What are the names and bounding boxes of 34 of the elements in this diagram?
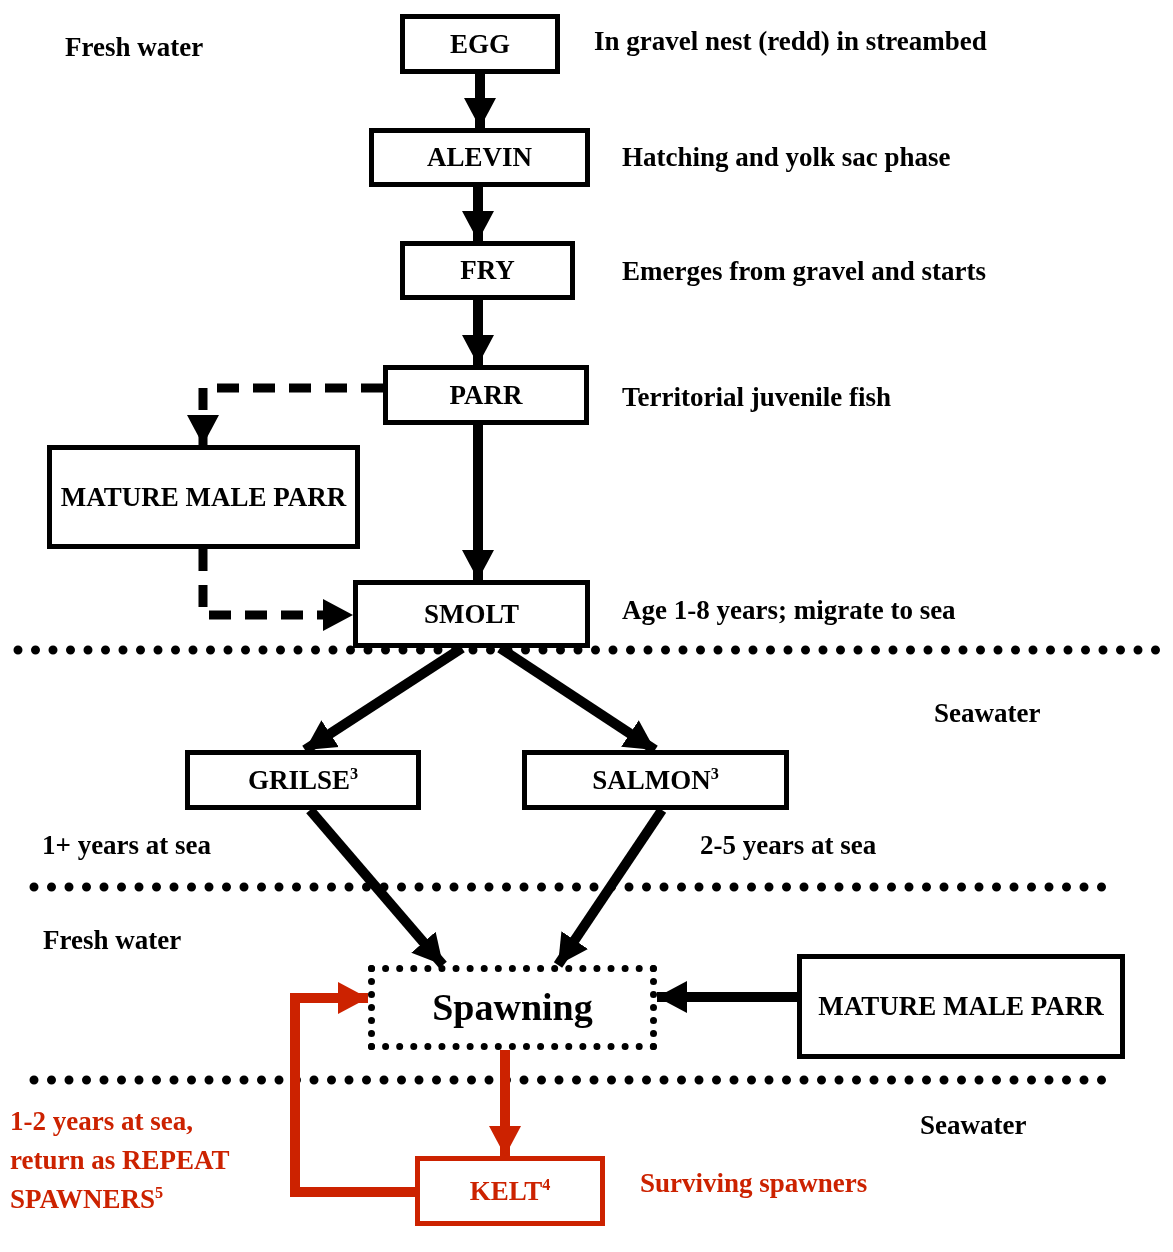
stage-note: Emerges from gravel and starts	[622, 256, 986, 287]
stage-note: Surviving spawners	[640, 1168, 868, 1199]
stage-box: GRILSE$^{3}$	[185, 750, 421, 810]
arrow	[462, 300, 494, 365]
stage-box: MATURE MALE PARR	[797, 954, 1125, 1059]
zone-label: Fresh water	[65, 31, 204, 64]
stage-box: SALMON$^{3}$	[522, 750, 789, 810]
arrow	[290, 982, 415, 1197]
repeat-spawner-note: 1-2 years at sea, return as REPEAT SPAWNERS$^{5}$	[10, 1105, 231, 1216]
arrow	[464, 74, 496, 128]
stage-note: Age 1-8 years; migrate to sea	[622, 595, 956, 626]
arrow	[462, 187, 494, 241]
stage-note: Hatching and yolk sac phase	[622, 142, 951, 173]
arrow	[553, 807, 667, 968]
stage-note: 2-5 years at sea	[700, 830, 877, 861]
arrow	[657, 981, 797, 1013]
zone-label: Seawater	[920, 1109, 1027, 1142]
stage-note: Territorial juvenile fish	[622, 382, 891, 413]
stage-box: PARR	[383, 365, 589, 425]
stage-note: In gravel nest (redd) in streambed	[594, 26, 987, 57]
stage-note: 1+ years at sea	[42, 830, 212, 861]
arrow	[489, 1050, 521, 1156]
zone-label: Seawater	[934, 697, 1041, 730]
stage-box: SMOLT	[353, 580, 590, 648]
stage-box: FRY	[400, 241, 575, 300]
stage-box: KELT$^{4}$	[415, 1156, 605, 1226]
dashed-arrow	[198, 549, 353, 631]
stage-box: EGG	[400, 14, 560, 74]
dashed-arrow	[187, 383, 383, 445]
stage-box: MATURE MALE PARR	[47, 445, 360, 549]
arrow	[462, 425, 494, 580]
stage-box: ALEVIN	[369, 128, 590, 187]
dotted-box: Spawning	[368, 965, 657, 1050]
zone-label: Fresh water	[43, 924, 182, 957]
